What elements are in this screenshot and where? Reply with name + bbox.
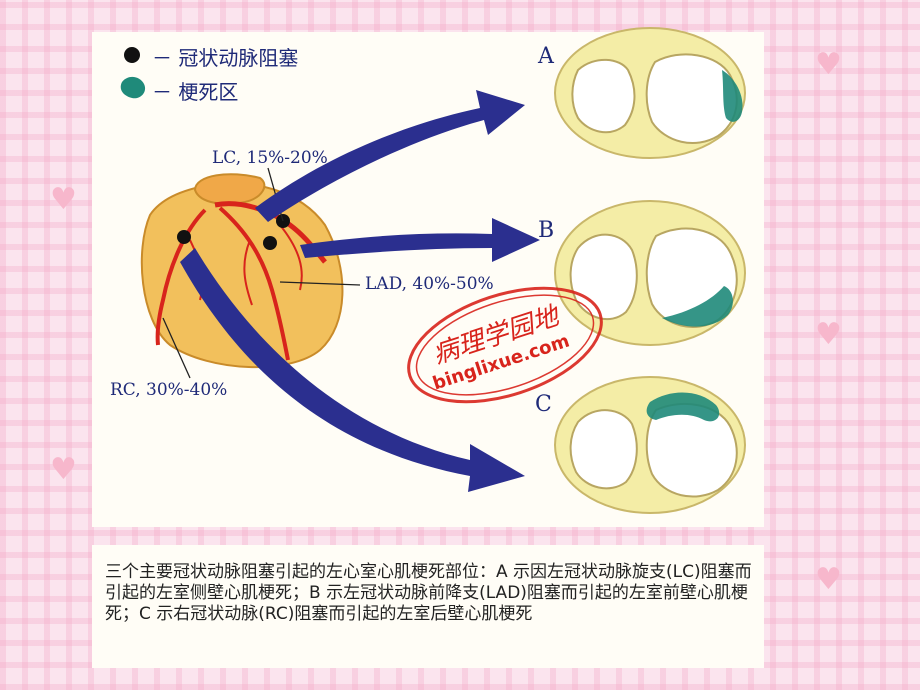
panel-label-b: B [538,218,555,243]
cross-section-a [554,27,746,159]
aorta [193,173,266,205]
legend-infarct-icon [120,76,146,99]
infarct-zone-c [646,392,720,422]
leader-line-lad [279,281,361,286]
cross-section-b [554,200,746,346]
label-lc: LC, 15%-20% [212,148,328,168]
arrow-to-a [255,90,525,222]
occlusion-dot-lad [263,236,277,250]
caption-box [92,545,764,668]
arrow-to-b [300,218,540,262]
watermark-stamp [407,286,603,404]
heart-decoration: ♥ [815,47,842,82]
artery-lad [218,206,290,361]
artery-branch [243,239,253,306]
heart-illustration [140,173,344,369]
cross-section-c [554,376,746,514]
heart-decoration: ♥ [815,562,842,597]
heart-decoration: ♥ [50,182,77,217]
artery-rc [155,208,207,346]
occlusion-dot-rc [177,230,191,244]
panel-label-a: A [538,44,554,69]
label-lad: LAD, 40%-50% [365,274,494,294]
heart-decoration: ♥ [50,452,77,487]
infarct-zone-a [722,70,743,122]
legend-infarct-label: － 梗死区 [152,80,239,104]
figure-caption: 三个主要冠状动脉阻塞引起的左心室心肌梗死部位：A 示因左冠状动脉旋支(LC)阻塞… [105,562,752,624]
arrow-to-c [180,248,525,492]
label-rc: RC, 30%-40% [110,380,228,400]
heart-decoration: ♥ [815,317,842,352]
infarct-zone-b [662,286,733,327]
legend-dot-icon [124,47,140,63]
legend-occlusion-label: － 冠状动脉阻塞 [152,46,299,70]
panel-label-c: C [535,392,552,417]
leader-line-rc [162,317,191,379]
artery-branch [279,224,303,291]
